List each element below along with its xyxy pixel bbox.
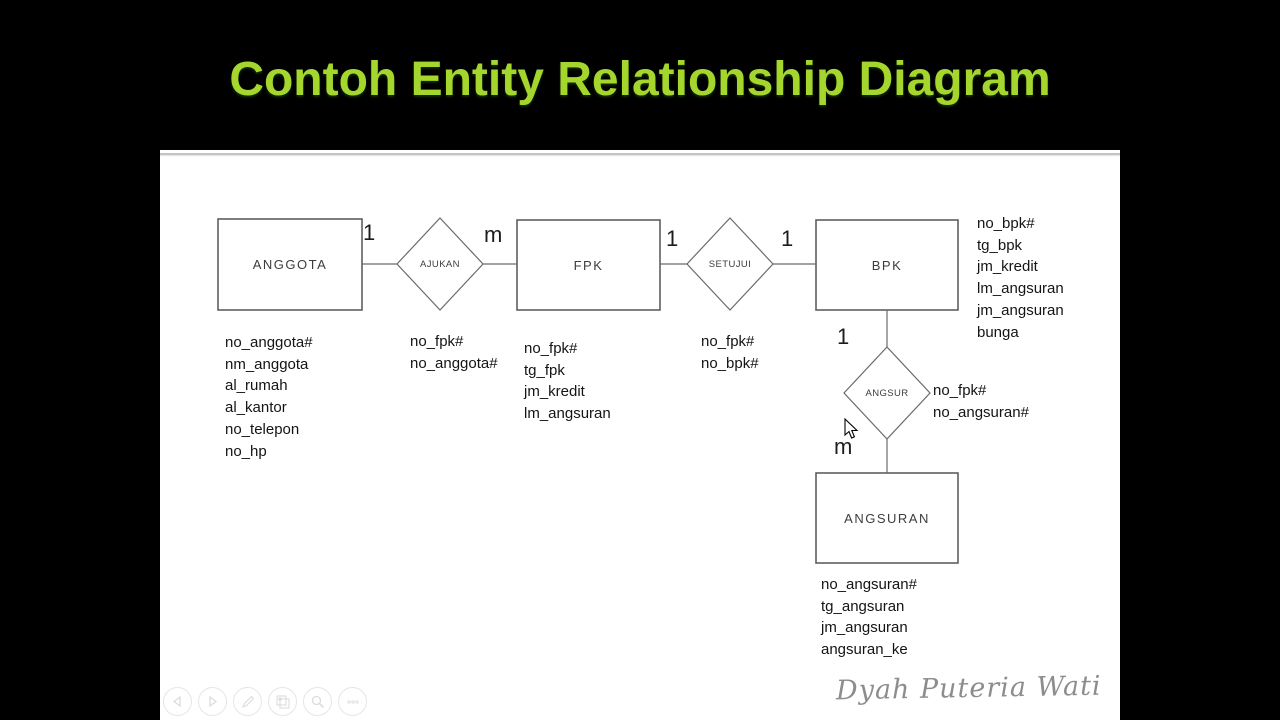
magnifier-icon [311, 695, 324, 708]
erd-shapes-layer [217, 217, 959, 564]
relation-label-setujui: SETUJUI [708, 259, 752, 270]
attr-item: no_fpk# [701, 333, 755, 350]
slide-sorter-button[interactable] [268, 687, 297, 716]
attr-item: al_kantor [225, 399, 287, 417]
attr-item: al_rumah [225, 377, 288, 395]
pen-tool-button[interactable] [233, 687, 262, 716]
attr-item: lm_angsuran [524, 405, 611, 423]
zoom-button[interactable] [303, 687, 332, 716]
cardinality-bpk-angsur: 1 [837, 324, 850, 349]
attr-item: jm_angsuran [977, 301, 1064, 319]
attrs-ajukan: no_fpk# no_anggota# [410, 331, 498, 374]
attrs-setujui: no_fpk# no_bpk# [701, 331, 759, 374]
presenter-toolbar [163, 687, 367, 716]
attr-item: no_anggota# [225, 334, 313, 351]
entity-label-bpk: BPK [871, 257, 903, 273]
cardinality-anggota-ajukan: 1 [363, 220, 376, 245]
attrs-angsur: no_fpk# no_angsuran# [933, 380, 1029, 423]
attrs-fpk: no_fpk# tg_fpk jm_kredit lm_angsuran [524, 338, 611, 425]
entity-label-fpk: FPK [573, 257, 604, 273]
attr-item: nm_anggota [225, 355, 309, 373]
slide-title: Contoh Entity Relationship Diagram [229, 53, 1051, 106]
mouse-cursor-icon [844, 418, 859, 439]
attr-item: no_fpk# [410, 333, 464, 350]
author-watermark: Dyah Puteria Wati [836, 670, 1103, 707]
attr-item: tg_fpk [524, 361, 565, 379]
entity-box-fpk [516, 219, 661, 311]
cardinality-fpk-setujui: 1 [666, 226, 679, 251]
relation-label-angsur: ANGSUR [865, 388, 909, 399]
attr-item: no_angsuran# [821, 576, 917, 593]
entity-label-anggota: ANGGOTA [252, 257, 328, 272]
previous-slide-button[interactable] [163, 687, 192, 716]
attr-item: jm_kredit [977, 258, 1038, 276]
attr-item: no_bpk# [701, 354, 759, 372]
cardinality-angsur-angsuran: m [834, 434, 853, 459]
next-slide-button[interactable] [198, 687, 227, 716]
attr-item: no_telepon [225, 420, 300, 438]
attr-item: no_anggota# [410, 354, 498, 372]
attr-item: no_hp [225, 442, 267, 460]
relation-diamond-ajukan [396, 217, 484, 311]
previous-icon [172, 695, 181, 708]
attr-item: bunga [977, 323, 1019, 341]
more-options-button[interactable] [338, 687, 367, 716]
attr-item: tg_angsuran [821, 597, 905, 615]
attr-item: lm_angsuran [977, 280, 1064, 298]
slide-canvas: ANGGOTA FPK BPK ANGSURAN AJUKAN SETUJUI … [160, 150, 1120, 720]
entity-label-angsuran: ANGSURAN [844, 510, 930, 526]
next-icon [209, 695, 218, 708]
attr-item: no_fpk# [524, 340, 578, 357]
relation-diamond-setujui [686, 217, 774, 311]
more-icon [346, 699, 359, 704]
attrs-anggota: no_anggota# nm_anggota al_rumah al_kanto… [225, 332, 313, 462]
attr-item: jm_kredit [524, 383, 585, 401]
slide-top-rule [160, 153, 1120, 155]
attr-item: no_bpk# [977, 215, 1035, 232]
relation-label-ajukan: AJUKAN [420, 259, 460, 270]
attr-item: no_fpk# [933, 382, 987, 399]
cardinality-setujui-bpk: 1 [781, 226, 794, 251]
attr-item: jm_angsuran [821, 619, 908, 637]
attr-item: angsuran_ke [821, 641, 908, 659]
attrs-angsuran: no_angsuran# tg_angsuran jm_angsuran ang… [821, 574, 917, 661]
attrs-bpk: no_bpk# tg_bpk jm_kredit lm_angsuran jm_… [977, 213, 1064, 343]
attr-item: tg_bpk [977, 236, 1023, 254]
slides-icon [275, 694, 290, 709]
cardinality-ajukan-fpk: m [484, 222, 503, 247]
pen-icon [241, 695, 254, 708]
attr-item: no_angsuran# [933, 403, 1029, 421]
